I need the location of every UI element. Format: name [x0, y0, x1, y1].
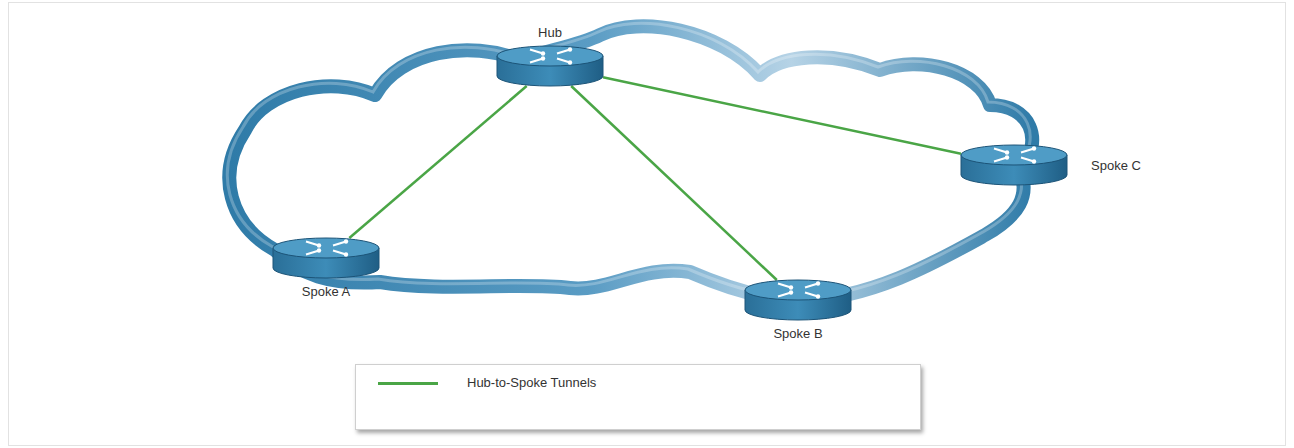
tunnel-line [349, 86, 526, 238]
router-arrow-head [568, 47, 572, 51]
router-top [497, 46, 603, 66]
router-top [745, 280, 851, 300]
router-arrow-head [816, 281, 820, 285]
router-icon [961, 145, 1067, 185]
router-label: Spoke A [302, 284, 350, 299]
router-arrow-head [1032, 159, 1036, 163]
router-icon [273, 238, 379, 278]
router-node: Spoke C [961, 145, 1067, 185]
router-arrow-head [789, 285, 793, 289]
router-icon [497, 46, 603, 86]
router-arrow-head [317, 248, 321, 252]
router-arrow-head [1032, 146, 1036, 150]
legend-row: Hub-to-Spoke Tunnels [356, 373, 920, 395]
router-arrow-head [1005, 150, 1009, 154]
router-top [273, 238, 379, 258]
router-label: Spoke B [773, 326, 822, 341]
router-node: Spoke A [273, 238, 379, 278]
cloud-outline [229, 26, 1032, 300]
router-node: Spoke B [745, 280, 851, 320]
tunnel-line [603, 77, 961, 153]
router-arrow-head [789, 290, 793, 294]
router-arrow-head [541, 56, 545, 60]
router-arrow-head [568, 60, 572, 64]
router-label: Spoke C [1091, 158, 1141, 173]
router-arrow-head [344, 252, 348, 256]
router-arrow-head [816, 294, 820, 298]
cloud-highlight [227, 23, 1030, 297]
tunnel-line [571, 86, 777, 280]
legend-text: Hub-to-Spoke Tunnels [467, 375, 596, 390]
router-arrow-head [317, 243, 321, 247]
router-arrow-head [344, 239, 348, 243]
router-node: Hub [497, 46, 603, 86]
router-icon [745, 280, 851, 320]
router-arrow-head [1005, 155, 1009, 159]
router-top [961, 145, 1067, 165]
legend-line-sample [378, 382, 438, 385]
legend-box: Hub-to-Spoke Tunnels [355, 364, 921, 430]
router-label: Hub [538, 25, 562, 40]
router-arrow-head [541, 51, 545, 55]
